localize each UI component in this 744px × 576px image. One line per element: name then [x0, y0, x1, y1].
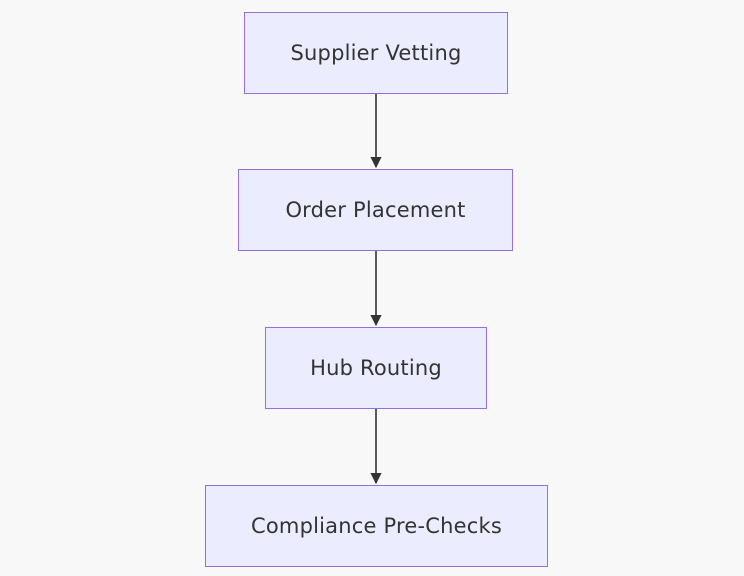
node-label-order-placement: Order Placement [285, 198, 466, 222]
node-supplier-vetting: Supplier Vetting [244, 12, 508, 94]
node-hub-routing: Hub Routing [265, 327, 487, 409]
node-label-supplier-vetting: Supplier Vetting [290, 41, 462, 65]
node-label-compliance-pre-checks: Compliance Pre-Checks [251, 514, 502, 538]
node-order-placement: Order Placement [238, 169, 513, 251]
node-label-hub-routing: Hub Routing [310, 356, 442, 380]
node-compliance-pre-checks: Compliance Pre-Checks [205, 485, 548, 567]
